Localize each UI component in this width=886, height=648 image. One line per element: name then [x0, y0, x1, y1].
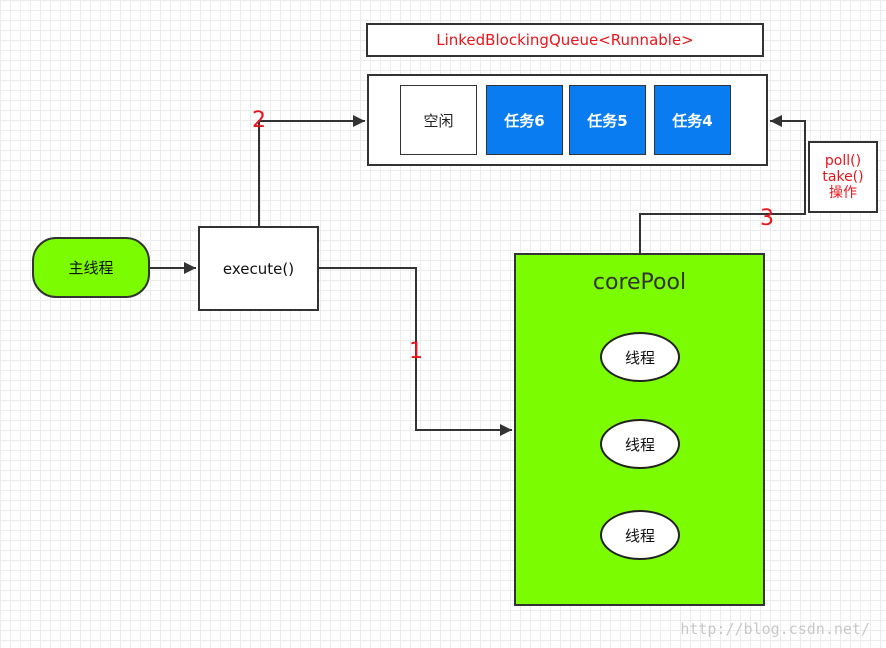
core-pool-title: corePool: [592, 270, 687, 295]
ops-line-operation: 操作: [829, 185, 857, 201]
execute-node: execute(): [198, 226, 319, 311]
queue-slot-task-4: 任务4: [654, 85, 731, 155]
ops-line-poll: poll(): [824, 153, 862, 169]
step-label-1: 1: [409, 339, 423, 364]
queue-title: LinkedBlockingQueue<Runnable>: [366, 23, 764, 57]
core-thread-2: 线程: [600, 419, 680, 469]
queue-slot-task-5: 任务5: [569, 85, 646, 155]
core-thread-3: 线程: [600, 510, 680, 560]
ops-line-take: take(): [822, 169, 864, 185]
step-label-2: 2: [252, 108, 266, 133]
arrow-corepool-to-queue: [639, 115, 806, 253]
core-thread-1: 线程: [600, 332, 680, 382]
arrow-execute-to-queue: [258, 115, 365, 226]
queue-slot-task-6: 任务6: [486, 85, 563, 155]
step-label-3: 3: [760, 206, 774, 231]
poll-take-ops-box: poll() take() 操作: [808, 141, 878, 213]
queue-slot-idle: 空闲: [400, 85, 477, 155]
watermark: http://blog.csdn.net/: [680, 620, 870, 638]
main-thread-node: 主线程: [32, 237, 150, 298]
arrow-execute-to-corepool: [319, 267, 512, 436]
